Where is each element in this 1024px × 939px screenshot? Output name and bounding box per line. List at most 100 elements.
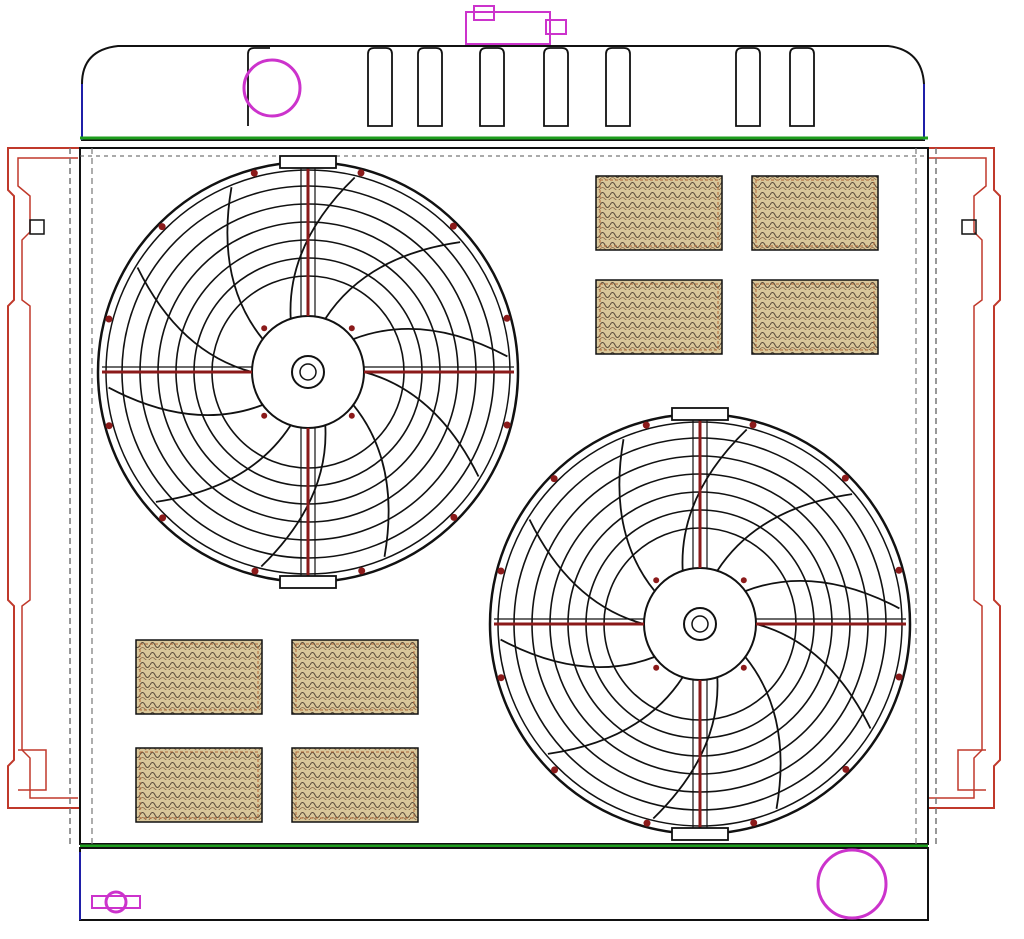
vent-panel [751, 279, 879, 355]
fan-hub-icon [251, 315, 365, 429]
fan-hub-bolt-dot [261, 325, 268, 332]
fan-bolt [105, 422, 113, 430]
fan-bolt [449, 222, 457, 230]
fan-blade [363, 371, 480, 477]
vent-border [295, 643, 415, 711]
fan-hub-bolt-dot [740, 577, 747, 584]
fan-blade [108, 386, 264, 417]
upper-right-vents [595, 175, 879, 355]
fan-blade [744, 656, 782, 809]
fan-bolt [250, 169, 258, 177]
vent-panel [291, 639, 419, 715]
fan-bolt [105, 315, 113, 323]
radiator-core [69, 147, 937, 845]
vent-border [599, 283, 719, 351]
fan-blade [652, 677, 719, 820]
vent-border [139, 643, 259, 711]
vent-border [599, 179, 719, 247]
vent-border [755, 283, 875, 351]
fan-bolt [158, 223, 166, 231]
fan-bolt [503, 421, 511, 429]
upper-left-fan [96, 155, 520, 589]
fan-hub-bolt-dot [348, 412, 355, 419]
fan-bolt [358, 567, 366, 575]
fan-bolt [895, 673, 903, 681]
fan-hub-center [683, 607, 717, 641]
right-mounting-bracket [926, 147, 1001, 809]
tank-rib [367, 47, 393, 127]
bottom-tank [79, 847, 929, 921]
fan-hub-bolt-dot [653, 664, 660, 671]
vent-panel [595, 279, 723, 355]
fan-mount-tab [671, 407, 729, 421]
vent-panel [291, 747, 419, 823]
vent-border [295, 751, 415, 819]
fan-mount-tab [279, 155, 337, 169]
fan-blade [716, 493, 853, 572]
fan-hub-bolt [299, 363, 317, 381]
fan-blade [618, 439, 656, 592]
tank-rib [479, 47, 505, 127]
fan-bolt [550, 475, 558, 483]
fan-blade [547, 676, 684, 755]
left-mounting-bracket [7, 147, 80, 809]
vent-border [139, 751, 259, 819]
fan-blade [755, 623, 872, 729]
top-tank [81, 45, 925, 141]
fan-bolt [841, 474, 849, 482]
fan-mount-tab [279, 575, 337, 589]
fan-bolt [497, 674, 505, 682]
vent-panel [135, 747, 263, 823]
fan-hub-bolt-dot [653, 577, 660, 584]
drain-petcock-icon [91, 890, 141, 914]
fan-bolt [357, 169, 365, 177]
inlet-port-icon [242, 58, 302, 118]
fan-bolt [750, 819, 758, 827]
fan-bolt [749, 421, 757, 429]
fan-hub-icon [643, 567, 757, 681]
vent-panel [595, 175, 723, 251]
vent-panel [135, 639, 263, 715]
fan-hub-center [291, 355, 325, 389]
vent-border [755, 179, 875, 247]
fan-mount-tab [671, 827, 729, 841]
tank-rib [247, 47, 270, 126]
tank-ribs [247, 47, 815, 127]
fan-bolt [551, 766, 559, 774]
fan-bolt [643, 819, 651, 827]
outlet-port-icon [816, 848, 888, 920]
fan-bolt [159, 514, 167, 522]
fan-blade [324, 241, 461, 320]
fan-blade [744, 579, 900, 610]
lower-right-fan [488, 407, 912, 841]
tank-rib [417, 47, 443, 127]
fan-blade [352, 327, 508, 358]
fan-blade [352, 404, 390, 557]
tank-rib [543, 47, 569, 127]
fan-blade [260, 425, 327, 568]
fan-bolt [503, 314, 511, 322]
fan-bolt [450, 513, 458, 521]
fan-bolt [497, 567, 505, 575]
fan-hub-bolt-dot [261, 412, 268, 419]
fan-blade [155, 424, 292, 503]
fan-blade [289, 176, 356, 319]
fan-hub-bolt [691, 615, 709, 633]
tank-rib [789, 47, 815, 127]
fan-bolt [251, 567, 259, 575]
fan-bolt [642, 421, 650, 429]
fan-bolt [895, 566, 903, 574]
fan-blade [681, 428, 748, 571]
fan-blade [500, 638, 656, 669]
lower-left-vents [135, 639, 419, 823]
fan-hub-bolt-dot [740, 664, 747, 671]
fan-blade [226, 187, 264, 340]
radiator-cap-icon [465, 5, 567, 45]
tank-rib [735, 47, 761, 127]
fan-bolt [842, 765, 850, 773]
vent-panel [751, 175, 879, 251]
tank-rib [605, 47, 631, 127]
fan-hub-bolt-dot [348, 325, 355, 332]
